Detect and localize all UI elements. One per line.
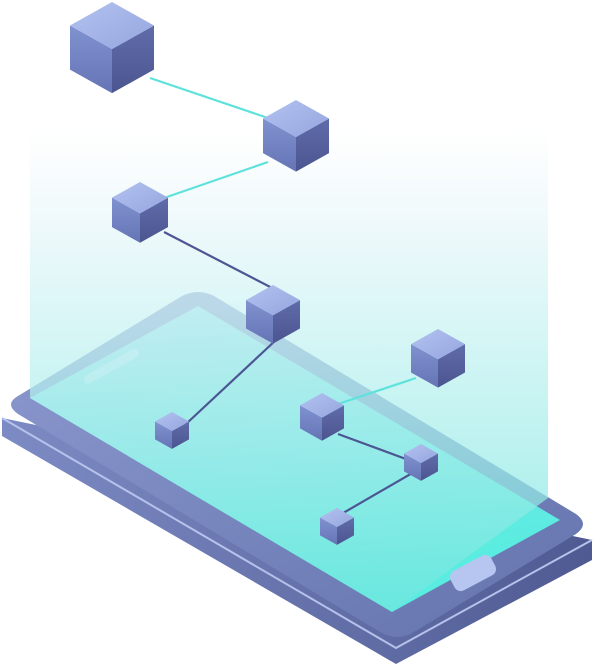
cube-top-face [155,412,189,432]
cube-right-face [438,344,465,388]
cube-left-face [155,421,172,449]
cube-icon [404,444,438,481]
cube-right-face [140,197,168,243]
cube-top-face [300,393,344,418]
cube-icon [320,508,354,545]
cube-icon [155,412,189,449]
connection-line [337,376,417,406]
cube-left-face [320,517,337,545]
cube-right-face [421,453,438,481]
cube-group [70,2,465,545]
cube-left-face [404,453,421,481]
cube-icon [263,100,329,172]
cube-top-face [263,100,329,137]
cube-right-face [337,517,354,545]
cube-icon [70,2,154,94]
cube-left-face [411,344,438,388]
cube-right-face [172,421,189,449]
connection-line [163,160,269,200]
cube-icon [246,285,300,344]
connection-line [185,339,277,425]
connection-line [337,432,415,464]
cube-left-face [70,25,112,94]
cube-right-face [112,25,154,94]
connection-line [163,231,277,291]
cube-top-face [320,508,354,528]
cube-left-face [112,197,140,243]
cube-icon [411,329,465,388]
cube-right-face [322,405,344,441]
cube-icon [112,182,168,243]
connection-line [149,76,269,120]
cube-top-face [411,329,465,360]
cube-top-face [70,2,154,50]
cube-top-face [404,444,438,464]
connection-line [337,471,415,517]
phone-rim-highlight [1,417,593,650]
cube-top-face [112,182,168,214]
cube-icon [300,393,344,441]
cube-left-face [263,118,296,172]
hologram-beam [30,132,548,612]
cube-right-face [296,118,329,172]
chain-links [149,76,417,517]
cube-right-face [273,300,300,344]
cube-left-face [246,300,273,344]
cube-top-face [246,285,300,316]
cube-left-face [300,405,322,441]
home-button [449,554,497,592]
